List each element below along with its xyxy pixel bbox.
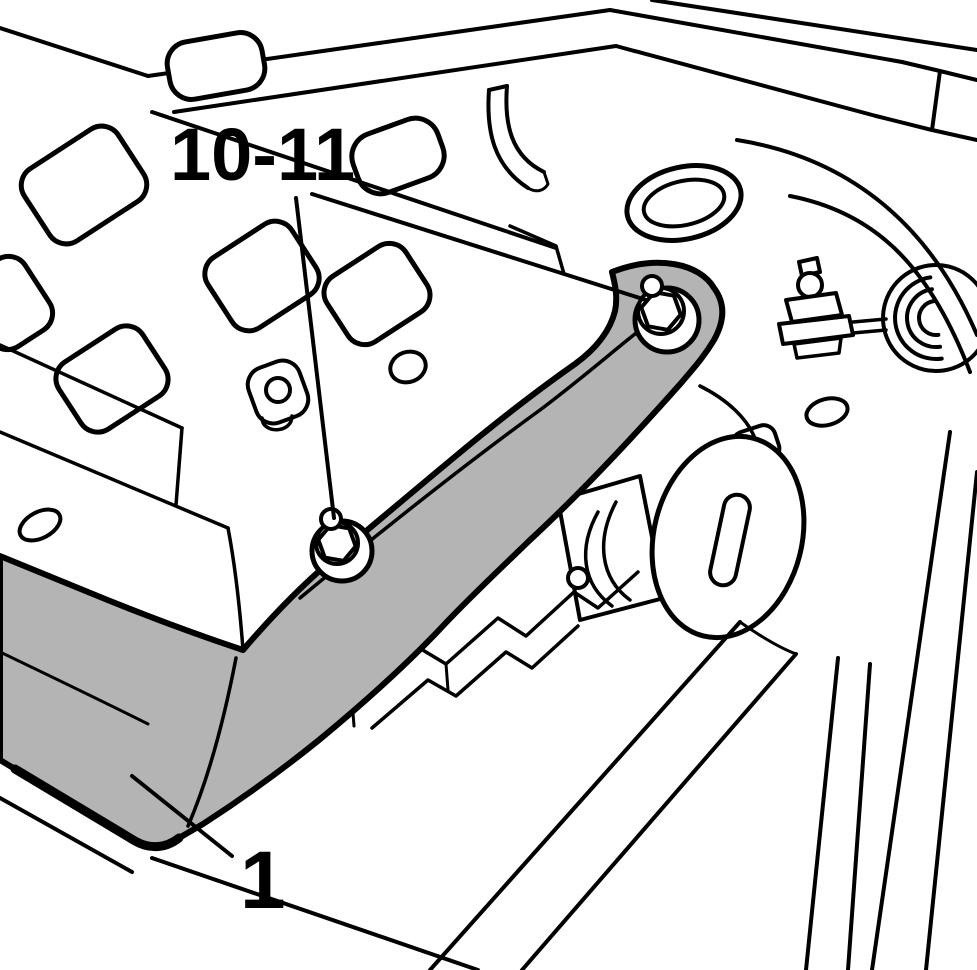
stud-lower: [792, 336, 843, 360]
bellows-boot: [881, 263, 977, 373]
hanger-strip-right: [504, 84, 546, 174]
rail-edge-right1: [938, 69, 977, 82]
floor-panel: [0, 123, 433, 652]
stud-base: [777, 314, 855, 346]
grommet-inner: [641, 177, 727, 229]
heat-shield-ribs-2: [370, 624, 580, 730]
hanger-strip-end: [526, 170, 550, 193]
leader-line-bolts-upper: [310, 192, 648, 302]
bracket-plate-edge: [0, 650, 150, 726]
hanger-strip-left: [486, 88, 530, 190]
tab-u-shape: [260, 414, 294, 432]
panel-hole-4: [53, 323, 171, 435]
upper-bolt: [632, 274, 702, 355]
ball-stud-linkage: [777, 256, 977, 428]
panel-hole-5: [321, 240, 433, 348]
lower-bolt-hex-nut: [316, 523, 358, 563]
panel-ridge-1: [0, 343, 184, 430]
rail-slot-hole: [164, 30, 268, 102]
panel-hole-3: [0, 253, 56, 353]
rail-bottom-edge: [172, 44, 618, 114]
boot-fold-3: [893, 275, 944, 361]
right-member-edge2: [924, 470, 977, 970]
tab-hole: [264, 376, 292, 404]
wheel-arch-curve-outer: [735, 138, 977, 337]
right-member-edge1: [870, 430, 952, 970]
stud-cap: [797, 256, 822, 278]
upper-bolt-hex-nut: [639, 290, 683, 332]
callout-leaders: [130, 192, 648, 858]
rail-right-top: [608, 8, 904, 64]
lower-bolt-stud: [319, 507, 343, 531]
floor-edge-1: [150, 856, 480, 970]
rail-edge: [0, 26, 150, 78]
link-rod: [851, 317, 888, 335]
rail-notch: [874, 60, 942, 132]
round-hole: [388, 349, 428, 385]
hook-slot: [708, 492, 752, 588]
tunnel-edge-3: [804, 656, 840, 970]
rail-slot-hole-2: [349, 115, 447, 197]
panel-ridge-3: [0, 430, 230, 530]
leader-line-bracket: [130, 774, 234, 858]
boot-fold-4: [881, 263, 946, 373]
panel-upper-boundary: [150, 110, 558, 250]
upper-bolt-stud: [640, 274, 664, 298]
hook-bracket: [556, 423, 807, 641]
callout-label-bolts: 10-11: [170, 113, 355, 196]
boot-outer: [926, 263, 977, 373]
panel-ridge-4: [226, 526, 245, 652]
bracket-to-hook-edge: [698, 384, 756, 438]
lower-structure: [0, 570, 872, 970]
tunnel-edge-1: [428, 620, 742, 970]
spring-curve-1: [584, 510, 614, 608]
tunnel-joint: [738, 620, 798, 656]
boot-fold-1: [917, 299, 941, 337]
bracket-fold: [186, 656, 238, 828]
panel-hole-1: [18, 123, 150, 247]
lower-bolt: [309, 507, 375, 584]
latch-plate-hole: [566, 566, 590, 590]
wheel-arch-curve-inner: [788, 194, 972, 374]
panel-ridge-2: [174, 426, 184, 507]
frame-rail: [0, 0, 977, 276]
leader-line-bolts-lower: [294, 196, 336, 520]
boot-fold-2: [905, 287, 943, 349]
rail-edge-right2: [930, 128, 977, 142]
rail-right-bottom: [614, 44, 878, 118]
small-oval: [17, 507, 63, 543]
panel-step-edge: [508, 224, 566, 276]
callout-label-bracket: 1: [240, 835, 286, 926]
tunnel-edge-2: [520, 652, 798, 970]
upper-body-edge: [650, 0, 977, 52]
tunnel-edge-4: [846, 662, 872, 970]
ball-head: [796, 271, 824, 299]
bracket-foot-edge: [10, 764, 184, 852]
right-side-structure: [624, 138, 977, 970]
floor-edge-2: [0, 796, 134, 874]
clip-tab: [245, 358, 311, 432]
hanger-strip-top: [487, 84, 509, 92]
spring-curve-2: [602, 500, 632, 602]
small-oval-hole: [804, 396, 850, 428]
